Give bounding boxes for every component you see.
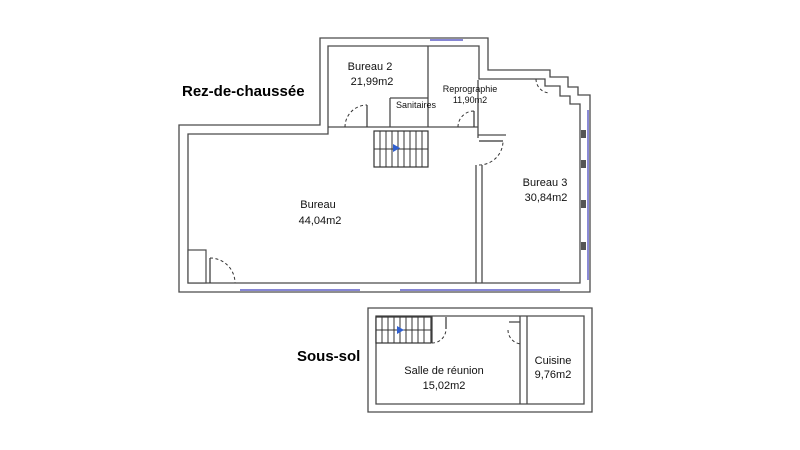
door-bureau3-swing [478,140,504,166]
door-stair-swing [431,328,447,344]
room-bureau-area: 44,04m2 [299,215,342,227]
door-bureau3-top-swing [535,78,551,94]
stair-arrow-icon [393,144,400,152]
stair-arrow-icon [397,326,404,334]
basement-plan: Sous-sol Salle de réunion 15,02m2 Cuisin… [297,307,593,413]
room-cuisine-name: Cuisine [535,355,572,367]
room-bureau-2-area: 21,99m2 [351,76,394,88]
door-bureau2-swing [344,104,368,128]
room-bureau-3-name: Bureau 3 [523,177,568,189]
room-sanitaires-name: Sanitaires [396,100,437,110]
staircase-basement [375,316,432,344]
basement-outer-wall [367,307,593,413]
entrance-recess [187,249,207,284]
pillar-3 [581,200,586,208]
door-entrance-swing [209,257,236,284]
room-cuisine-area: 9,76m2 [535,369,572,381]
ground-floor-outer-wall [178,37,591,293]
staircase-ground [373,130,429,168]
pillar-4 [581,242,586,250]
room-bureau-name: Bureau [300,199,335,211]
ground-floor-title: Rez-de-chaussée [182,83,305,100]
basement-title: Sous-sol [297,348,360,365]
pillar-2 [581,160,586,168]
door-repro-swing [457,110,475,128]
room-bureau-2-name: Bureau 2 [348,61,393,73]
ground-floor-plan: Rez-de-chaussée Bureau 2 21,99m2 Sanitai… [178,37,591,293]
pillar-1 [581,130,586,138]
room-reprographie-area: 11,90m2 [453,95,487,105]
room-salle-de-reunion-name: Salle de réunion [404,365,484,377]
room-reprographie-name: Reprographie [443,84,498,94]
door-cuisine-swing [507,329,523,345]
room-bureau-3-area: 30,84m2 [525,192,568,204]
room-salle-de-reunion-area: 15,02m2 [423,380,466,392]
